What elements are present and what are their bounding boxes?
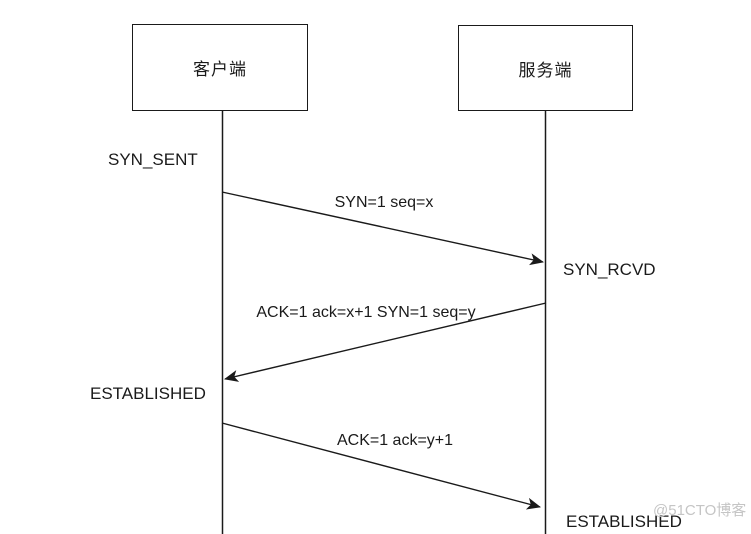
state-label-syn-sent: SYN_SENT — [108, 150, 198, 169]
state-label-established-server: ESTABLISHED — [566, 512, 682, 531]
server-box: 服务端 — [458, 25, 633, 111]
watermark-51cto: @51CTO博客 — [653, 502, 747, 519]
client-box: 客户端 — [132, 24, 308, 111]
syn-arrow — [221, 191, 544, 266]
message-label-ack: ACK=1 ack=y+1 — [336, 432, 454, 449]
ack-arrow — [221, 422, 541, 510]
state-label-established-client: ESTABLISHED — [90, 384, 206, 403]
syn-ack-arrow — [224, 302, 547, 382]
server-box-label: 服务端 — [518, 60, 573, 80]
message-label-syn-ack: ACK=1 ack=x+1 SYN=1 seq=y — [256, 304, 476, 321]
state-label-syn-rcvd: SYN_RCVD — [563, 260, 656, 279]
client-box-label: 客户端 — [193, 60, 247, 79]
message-label-syn: SYN=1 seq=x — [334, 194, 434, 211]
